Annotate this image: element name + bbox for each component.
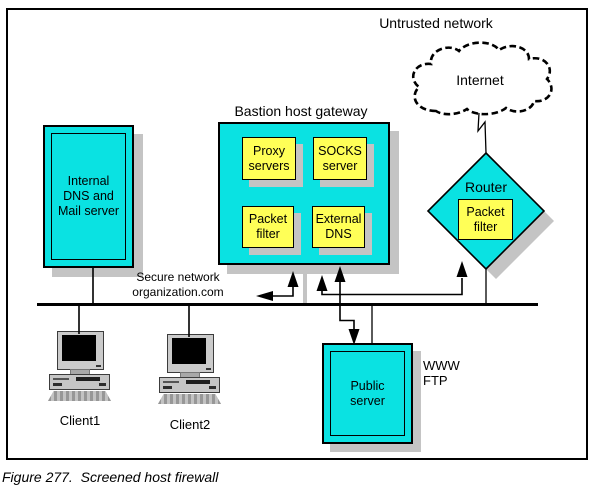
packet-filter-box: Packet filter bbox=[242, 206, 294, 248]
secure-network-label: Secure network organization.com bbox=[132, 270, 224, 299]
client1-system-unit bbox=[49, 374, 110, 390]
bastion-title: Bastion host gateway bbox=[234, 103, 368, 119]
external-dns-label: External DNS bbox=[315, 212, 362, 241]
client1-monitor bbox=[57, 331, 104, 370]
router-label: Router bbox=[464, 179, 508, 195]
client1-keyboard bbox=[48, 391, 111, 401]
external-dns-box: External DNS bbox=[312, 206, 365, 248]
client1-label: Client1 bbox=[59, 413, 101, 428]
router-packet-filter-box: Packet filter bbox=[458, 199, 513, 240]
untrusted-network-label: Untrusted network bbox=[379, 15, 493, 31]
public-server-inner-border bbox=[330, 351, 405, 436]
internal-server-inner-border bbox=[51, 133, 126, 260]
client2-keyboard bbox=[158, 394, 221, 404]
router-packet-filter-label: Packet filter bbox=[466, 204, 505, 234]
proxy-servers-label: Proxy servers bbox=[248, 143, 290, 173]
internal-server-label: Internal DNS and Mail server bbox=[57, 174, 120, 218]
public-server-box: Public server bbox=[322, 343, 413, 444]
socks-server-label: SOCKS server bbox=[318, 143, 362, 173]
internal-dns-mail-server-box: Internal DNS and Mail server bbox=[43, 125, 134, 268]
client1-icon bbox=[48, 331, 112, 401]
proxy-servers-box: Proxy servers bbox=[242, 137, 296, 180]
socks-server-box: SOCKS server bbox=[313, 137, 367, 180]
figure-border bbox=[6, 8, 588, 460]
internet-label: Internet bbox=[456, 72, 504, 88]
client2-monitor bbox=[167, 334, 214, 373]
public-server-label: Public server bbox=[350, 378, 385, 408]
packet-filter-label: Packet filter bbox=[248, 212, 288, 241]
www-ftp-label: WWW FTP bbox=[423, 358, 460, 388]
figure-caption: Figure 277. Screened host firewall bbox=[2, 469, 219, 485]
client2-system-unit bbox=[159, 377, 220, 393]
client2-label: Client2 bbox=[169, 417, 211, 432]
client2-icon bbox=[158, 334, 222, 404]
